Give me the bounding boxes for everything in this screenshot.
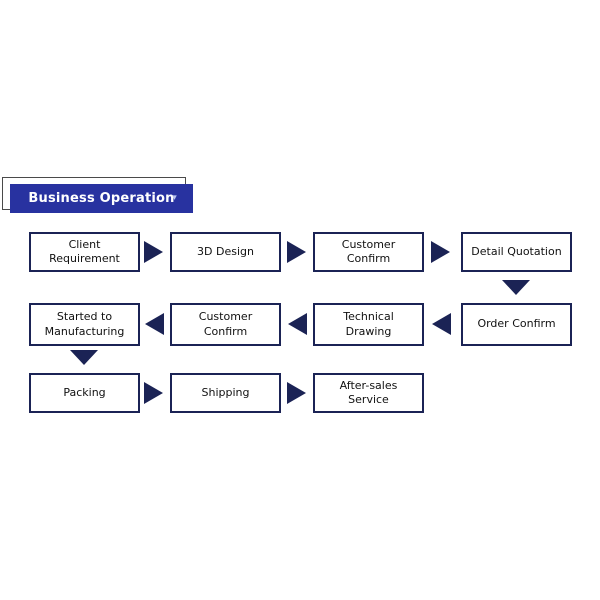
flow-node-label: Client Requirement <box>49 237 120 265</box>
flow-node-label: Customer Confirm <box>198 310 253 338</box>
arrow-down-icon <box>70 350 98 365</box>
business-operation-label: Business Operation <box>28 191 175 206</box>
flow-node-detail-quotation: Detail Quotation <box>461 232 572 272</box>
flow-node-label: Detail Quotation <box>471 244 562 258</box>
dropdown-caret-icon: ▾ <box>172 192 177 203</box>
business-operation-button[interactable]: Business Operation ▾ <box>10 184 193 213</box>
flow-node-label: Order Confirm <box>477 317 556 331</box>
flow-node-customer-confirm-2: Customer Confirm <box>170 303 281 346</box>
arrow-right-icon <box>287 241 306 263</box>
flow-node-client-requirement: Client Requirement <box>29 232 140 272</box>
flow-node-started-to-manufacturing: Started to Manufacturing <box>29 303 140 346</box>
arrow-right-icon <box>144 241 163 263</box>
flow-node-order-confirm: Order Confirm <box>461 303 572 346</box>
flow-node-label: Technical Drawing <box>343 310 394 338</box>
arrow-right-icon <box>144 382 163 404</box>
arrow-right-icon <box>431 241 450 263</box>
flow-node-label: Started to Manufacturing <box>44 310 125 338</box>
flow-node-label: Packing <box>63 385 106 399</box>
flow-node-customer-confirm-1: Customer Confirm <box>313 232 424 272</box>
arrow-right-icon <box>287 382 306 404</box>
arrow-left-icon <box>432 313 451 335</box>
flow-node-label: Shipping <box>201 385 250 399</box>
flow-node-after-sales-service: After-sales Service <box>313 373 424 413</box>
flow-node-3d-design: 3D Design <box>170 232 281 272</box>
flow-node-label: After-sales Service <box>339 378 398 406</box>
flow-node-label: 3D Design <box>197 244 254 258</box>
flow-node-packing: Packing <box>29 373 140 413</box>
flow-node-shipping: Shipping <box>170 373 281 413</box>
flow-node-label: Customer Confirm <box>341 237 396 265</box>
flow-node-technical-drawing: Technical Drawing <box>313 303 424 346</box>
arrow-down-icon <box>502 280 530 295</box>
arrow-left-icon <box>288 313 307 335</box>
arrow-left-icon <box>145 313 164 335</box>
